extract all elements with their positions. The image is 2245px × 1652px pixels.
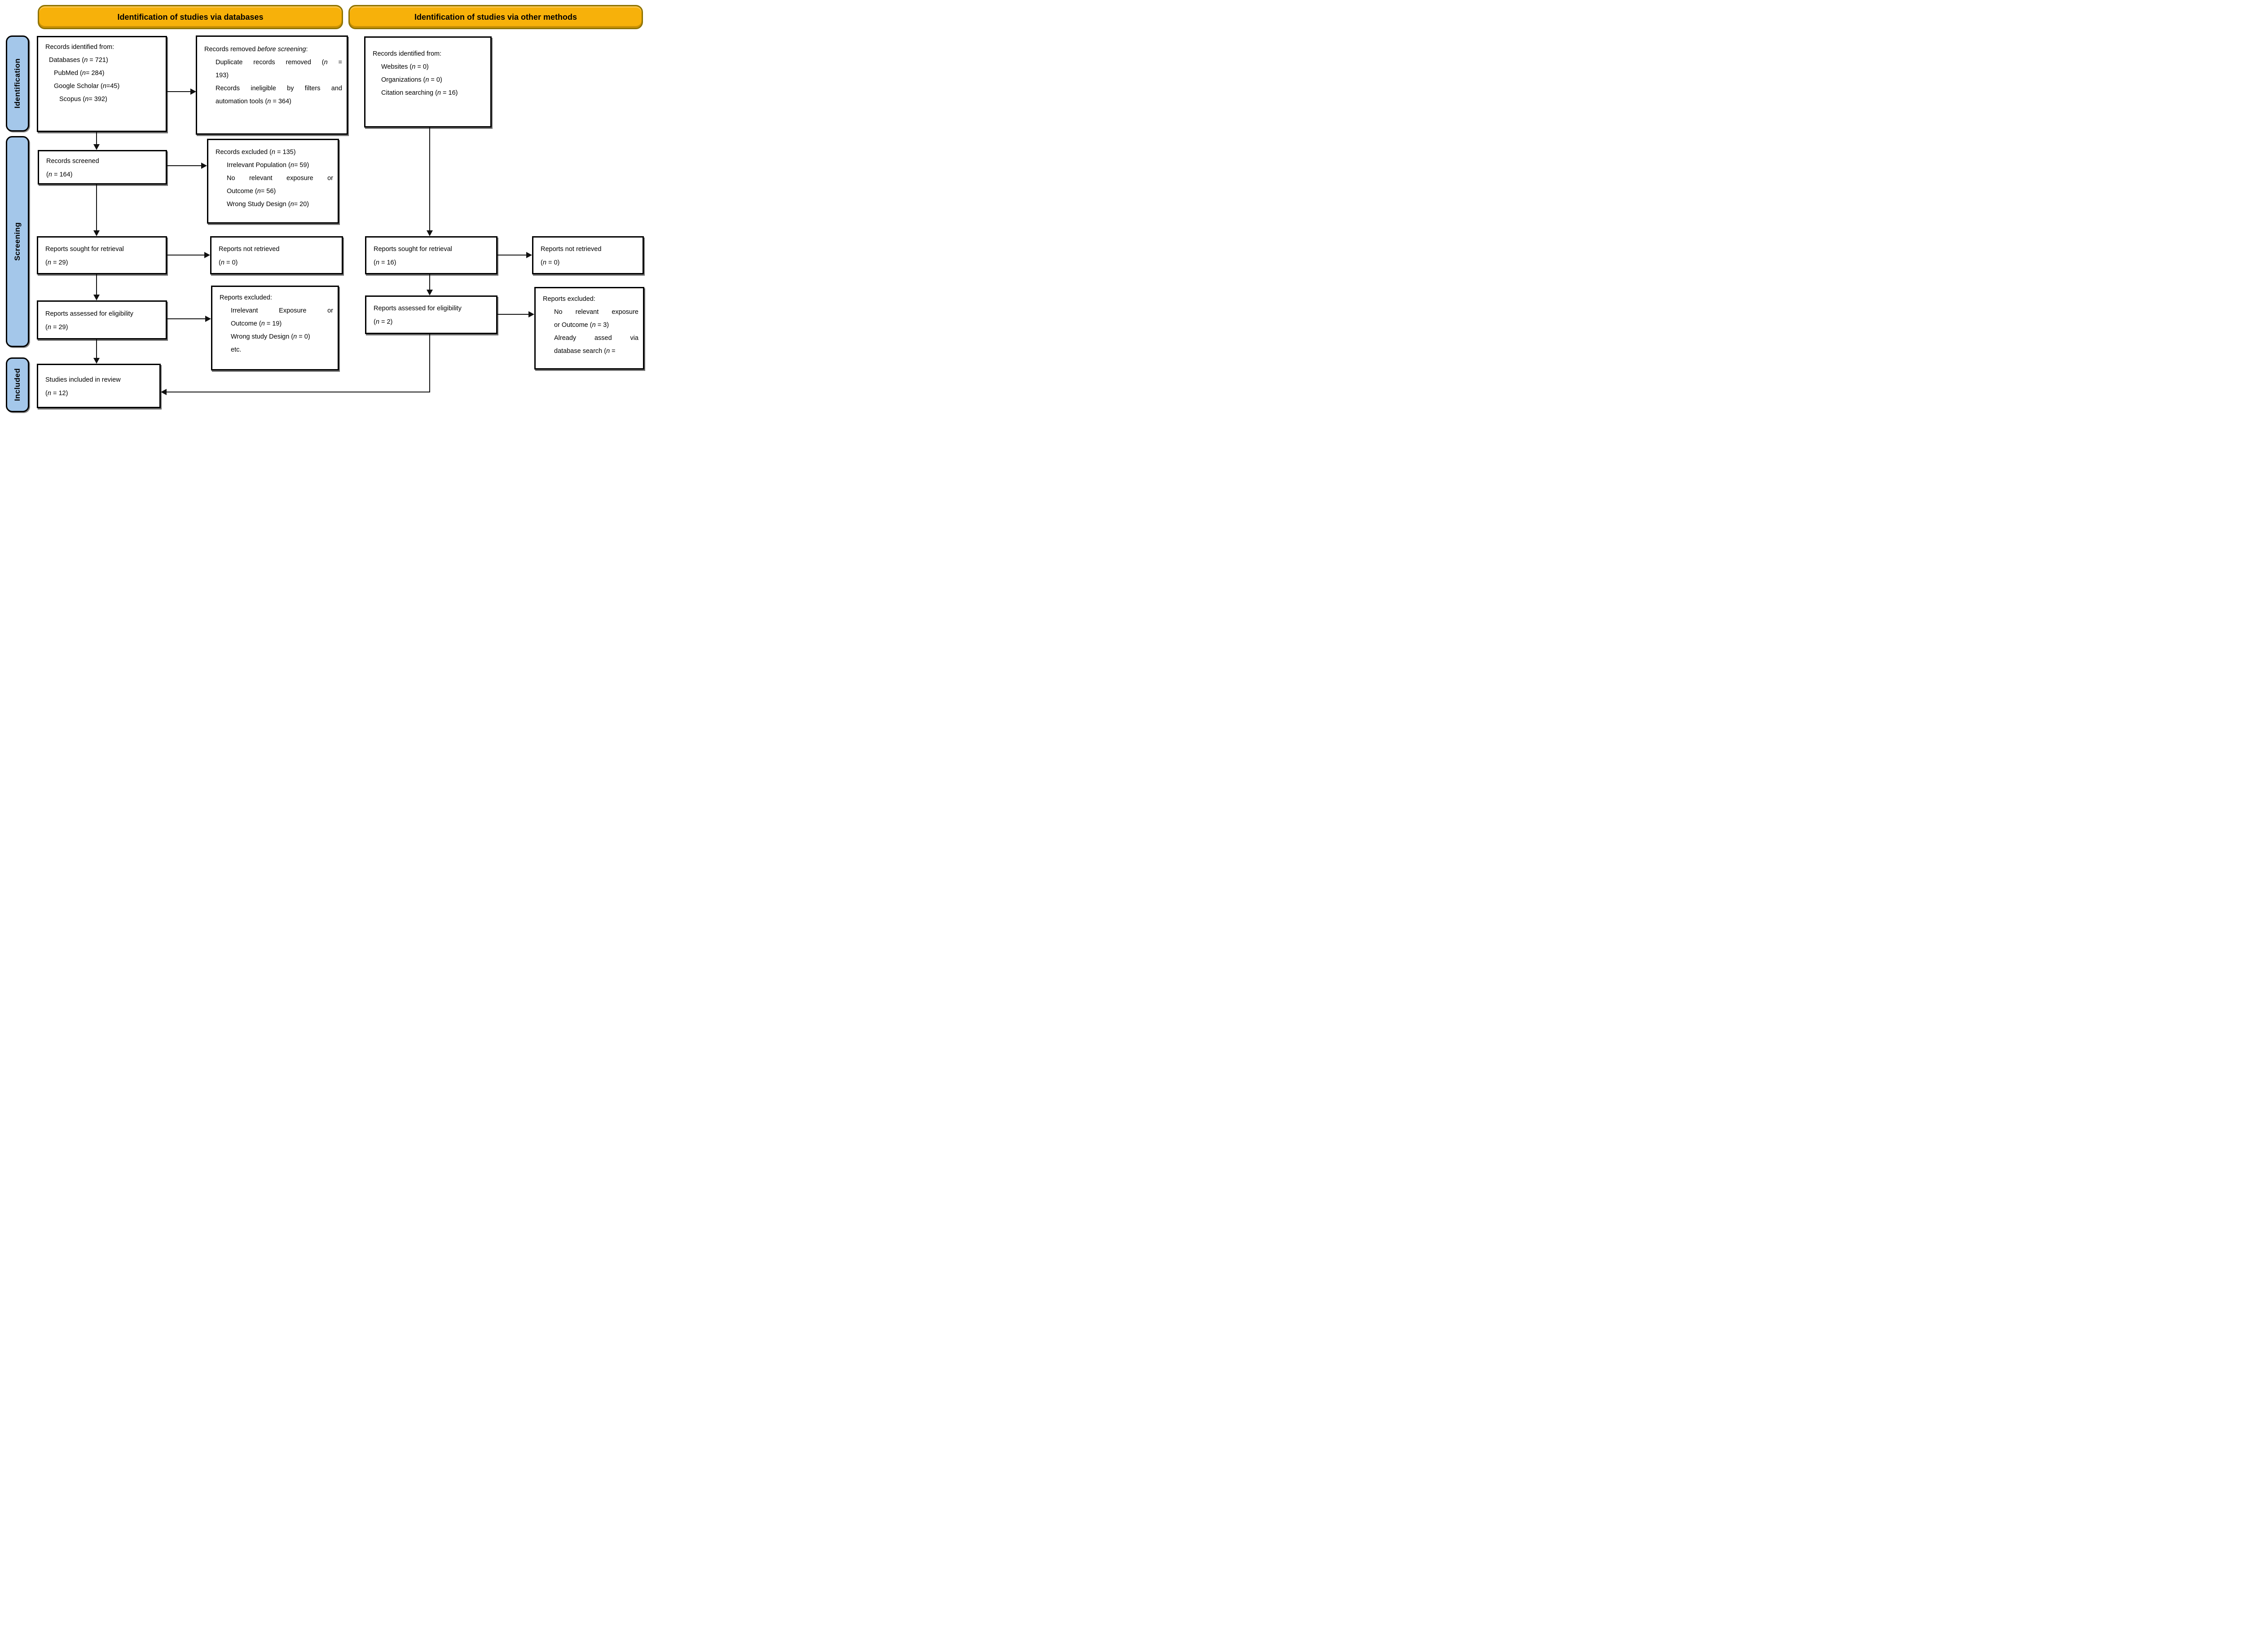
header-identification-via-other-methods: Identification of studies via other meth… <box>348 5 643 29</box>
box-line: Irrelevant Exposure or <box>231 307 333 314</box>
box-line: Irrelevant Population (n= 59) <box>227 162 309 169</box>
arrow-sought-to-not-retrieved <box>167 255 204 256</box>
box-reports-not-retrieved-other: Reports not retrieved (n = 0) <box>532 236 644 274</box>
box-line: (n = 2) <box>374 318 393 326</box>
arrowhead-down-icon <box>427 230 433 236</box>
box-line: Wrong study Design (n = 0) <box>231 333 310 340</box>
box-line: (n = 0) <box>541 259 560 266</box>
box-line: Reports sought for retrieval <box>45 245 124 253</box>
box-line: (n = 29) <box>45 259 68 266</box>
box-line: etc. <box>231 346 242 353</box>
box-line: Outcome (n = 19) <box>231 320 282 327</box>
box-records-excluded: Records excluded (n = 135) Irrelevant Po… <box>207 139 339 224</box>
sidebar-stage-label: Included <box>13 368 22 401</box>
header-label: Identification of studies via databases <box>117 12 264 22</box>
box-line: Duplicate records removed (n = <box>216 59 342 66</box>
box-reports-sought-other: Reports sought for retrieval (n = 16) <box>365 236 497 274</box>
box-line: Scopus (n= 392) <box>59 96 107 103</box>
box-line: PubMed (n= 284) <box>54 70 105 77</box>
box-line: Reports assessed for eligibility <box>374 305 462 312</box>
arrow-other-assessed-to-excluded <box>497 314 528 315</box>
arrowhead-down-icon <box>93 358 100 364</box>
box-line: 193) <box>216 72 229 79</box>
box-line: Records identified from: <box>45 44 114 51</box>
arrow-identified-to-screened <box>96 132 97 145</box>
box-line: Records screened <box>46 157 99 165</box>
arrowhead-left-icon <box>161 389 167 395</box>
box-line: (n = 29) <box>45 323 68 331</box>
arrowhead-right-icon <box>204 252 210 258</box>
box-studies-included: Studies included in review (n = 12) <box>37 364 161 408</box>
box-records-removed-before-screening: Records removed before screening: Duplic… <box>196 35 348 135</box>
box-line: Reports excluded: <box>543 295 595 303</box>
box-line: No relevant exposure or <box>227 175 333 182</box>
box-line: Records ineligible by filters and <box>216 85 342 92</box>
arrowhead-right-icon <box>528 311 534 317</box>
box-line: or Outcome (n = 3) <box>554 322 609 329</box>
box-reports-not-retrieved-databases: Reports not retrieved (n = 0) <box>210 236 343 274</box>
box-line: Websites (n = 0) <box>381 63 429 70</box>
box-line: Reports excluded: <box>220 294 272 301</box>
arrow-assessed-to-excluded <box>167 318 205 319</box>
box-line: Studies included in review <box>45 376 121 383</box>
header-identification-via-databases: Identification of studies via databases <box>38 5 343 29</box>
box-line: Records removed before screening: <box>204 46 308 53</box>
box-records-identified-databases: Records identified from: Databases (n = … <box>37 36 167 132</box>
arrowhead-down-icon <box>93 295 100 300</box>
header-label: Identification of studies via other meth… <box>414 12 577 22</box>
arrowhead-right-icon <box>205 316 211 322</box>
box-line: Already assed via <box>554 335 638 342</box>
box-line: Databases (n = 721) <box>49 57 108 64</box>
sidebar-stage-included: Included <box>6 357 29 412</box>
box-line: Reports sought for retrieval <box>374 245 452 253</box>
box-line: Reports assessed for eligibility <box>45 310 133 317</box>
box-line: (n = 12) <box>45 389 68 397</box>
arrow-other-assessed-to-included-vertical <box>429 334 430 392</box>
arrowhead-down-icon <box>93 230 100 236</box>
arrow-identified-to-removed <box>167 91 190 92</box>
arrowhead-right-icon <box>190 88 196 95</box>
sidebar-stage-label: Screening <box>13 222 22 261</box>
box-line: Records identified from: <box>373 50 442 57</box>
box-line: (n = 16) <box>374 259 396 266</box>
arrow-other-sought-to-assessed <box>429 274 430 290</box>
box-reports-assessed-other: Reports assessed for eligibility (n = 2) <box>365 295 497 334</box>
box-line: Organizations (n = 0) <box>381 76 442 84</box>
box-line: automation tools (n = 364) <box>216 98 291 105</box>
box-records-identified-other-methods: Records identified from: Websites (n = 0… <box>364 36 492 128</box>
box-reports-excluded-other: Reports excluded: No relevant exposure o… <box>534 287 644 370</box>
prisma-flow-diagram: Identification of studies via databases … <box>0 0 647 413</box>
arrow-other-identified-to-sought <box>429 128 430 230</box>
arrowhead-down-icon <box>427 290 433 295</box>
arrowhead-down-icon <box>93 144 100 150</box>
box-line: No relevant exposure <box>554 308 638 316</box>
box-reports-assessed-databases: Reports assessed for eligibility (n = 29… <box>37 300 167 339</box>
arrow-assessed-to-included <box>96 339 97 358</box>
box-line: Google Scholar (n=45) <box>54 83 120 90</box>
arrow-other-sought-to-not-retrieved <box>497 255 526 256</box>
arrow-screened-to-sought <box>96 185 97 230</box>
box-line: (n = 164) <box>46 171 73 178</box>
box-records-screened: Records screened (n = 164) <box>38 150 167 185</box>
arrow-sought-to-assessed <box>96 274 97 295</box>
arrowhead-right-icon <box>201 163 207 169</box>
box-reports-sought-databases: Reports sought for retrieval (n = 29) <box>37 236 167 274</box>
box-reports-excluded-databases: Reports excluded: Irrelevant Exposure or… <box>211 286 339 370</box>
arrow-screened-to-excluded <box>167 165 201 166</box>
box-line: Reports not retrieved <box>541 245 602 253</box>
arrowhead-right-icon <box>526 252 532 258</box>
box-line: database search (n = <box>554 348 616 355</box>
box-line: Outcome (n= 56) <box>227 188 276 195</box>
sidebar-stage-label: Identification <box>13 58 22 109</box>
sidebar-stage-identification: Identification <box>6 35 29 132</box>
sidebar-stage-screening: Screening <box>6 136 29 347</box>
box-line: Records excluded (n = 135) <box>216 149 296 156</box>
box-line: Wrong Study Design (n= 20) <box>227 201 309 208</box>
box-line: (n = 0) <box>219 259 238 266</box>
box-line: Reports not retrieved <box>219 245 280 253</box>
box-line: Citation searching (n = 16) <box>381 89 458 97</box>
